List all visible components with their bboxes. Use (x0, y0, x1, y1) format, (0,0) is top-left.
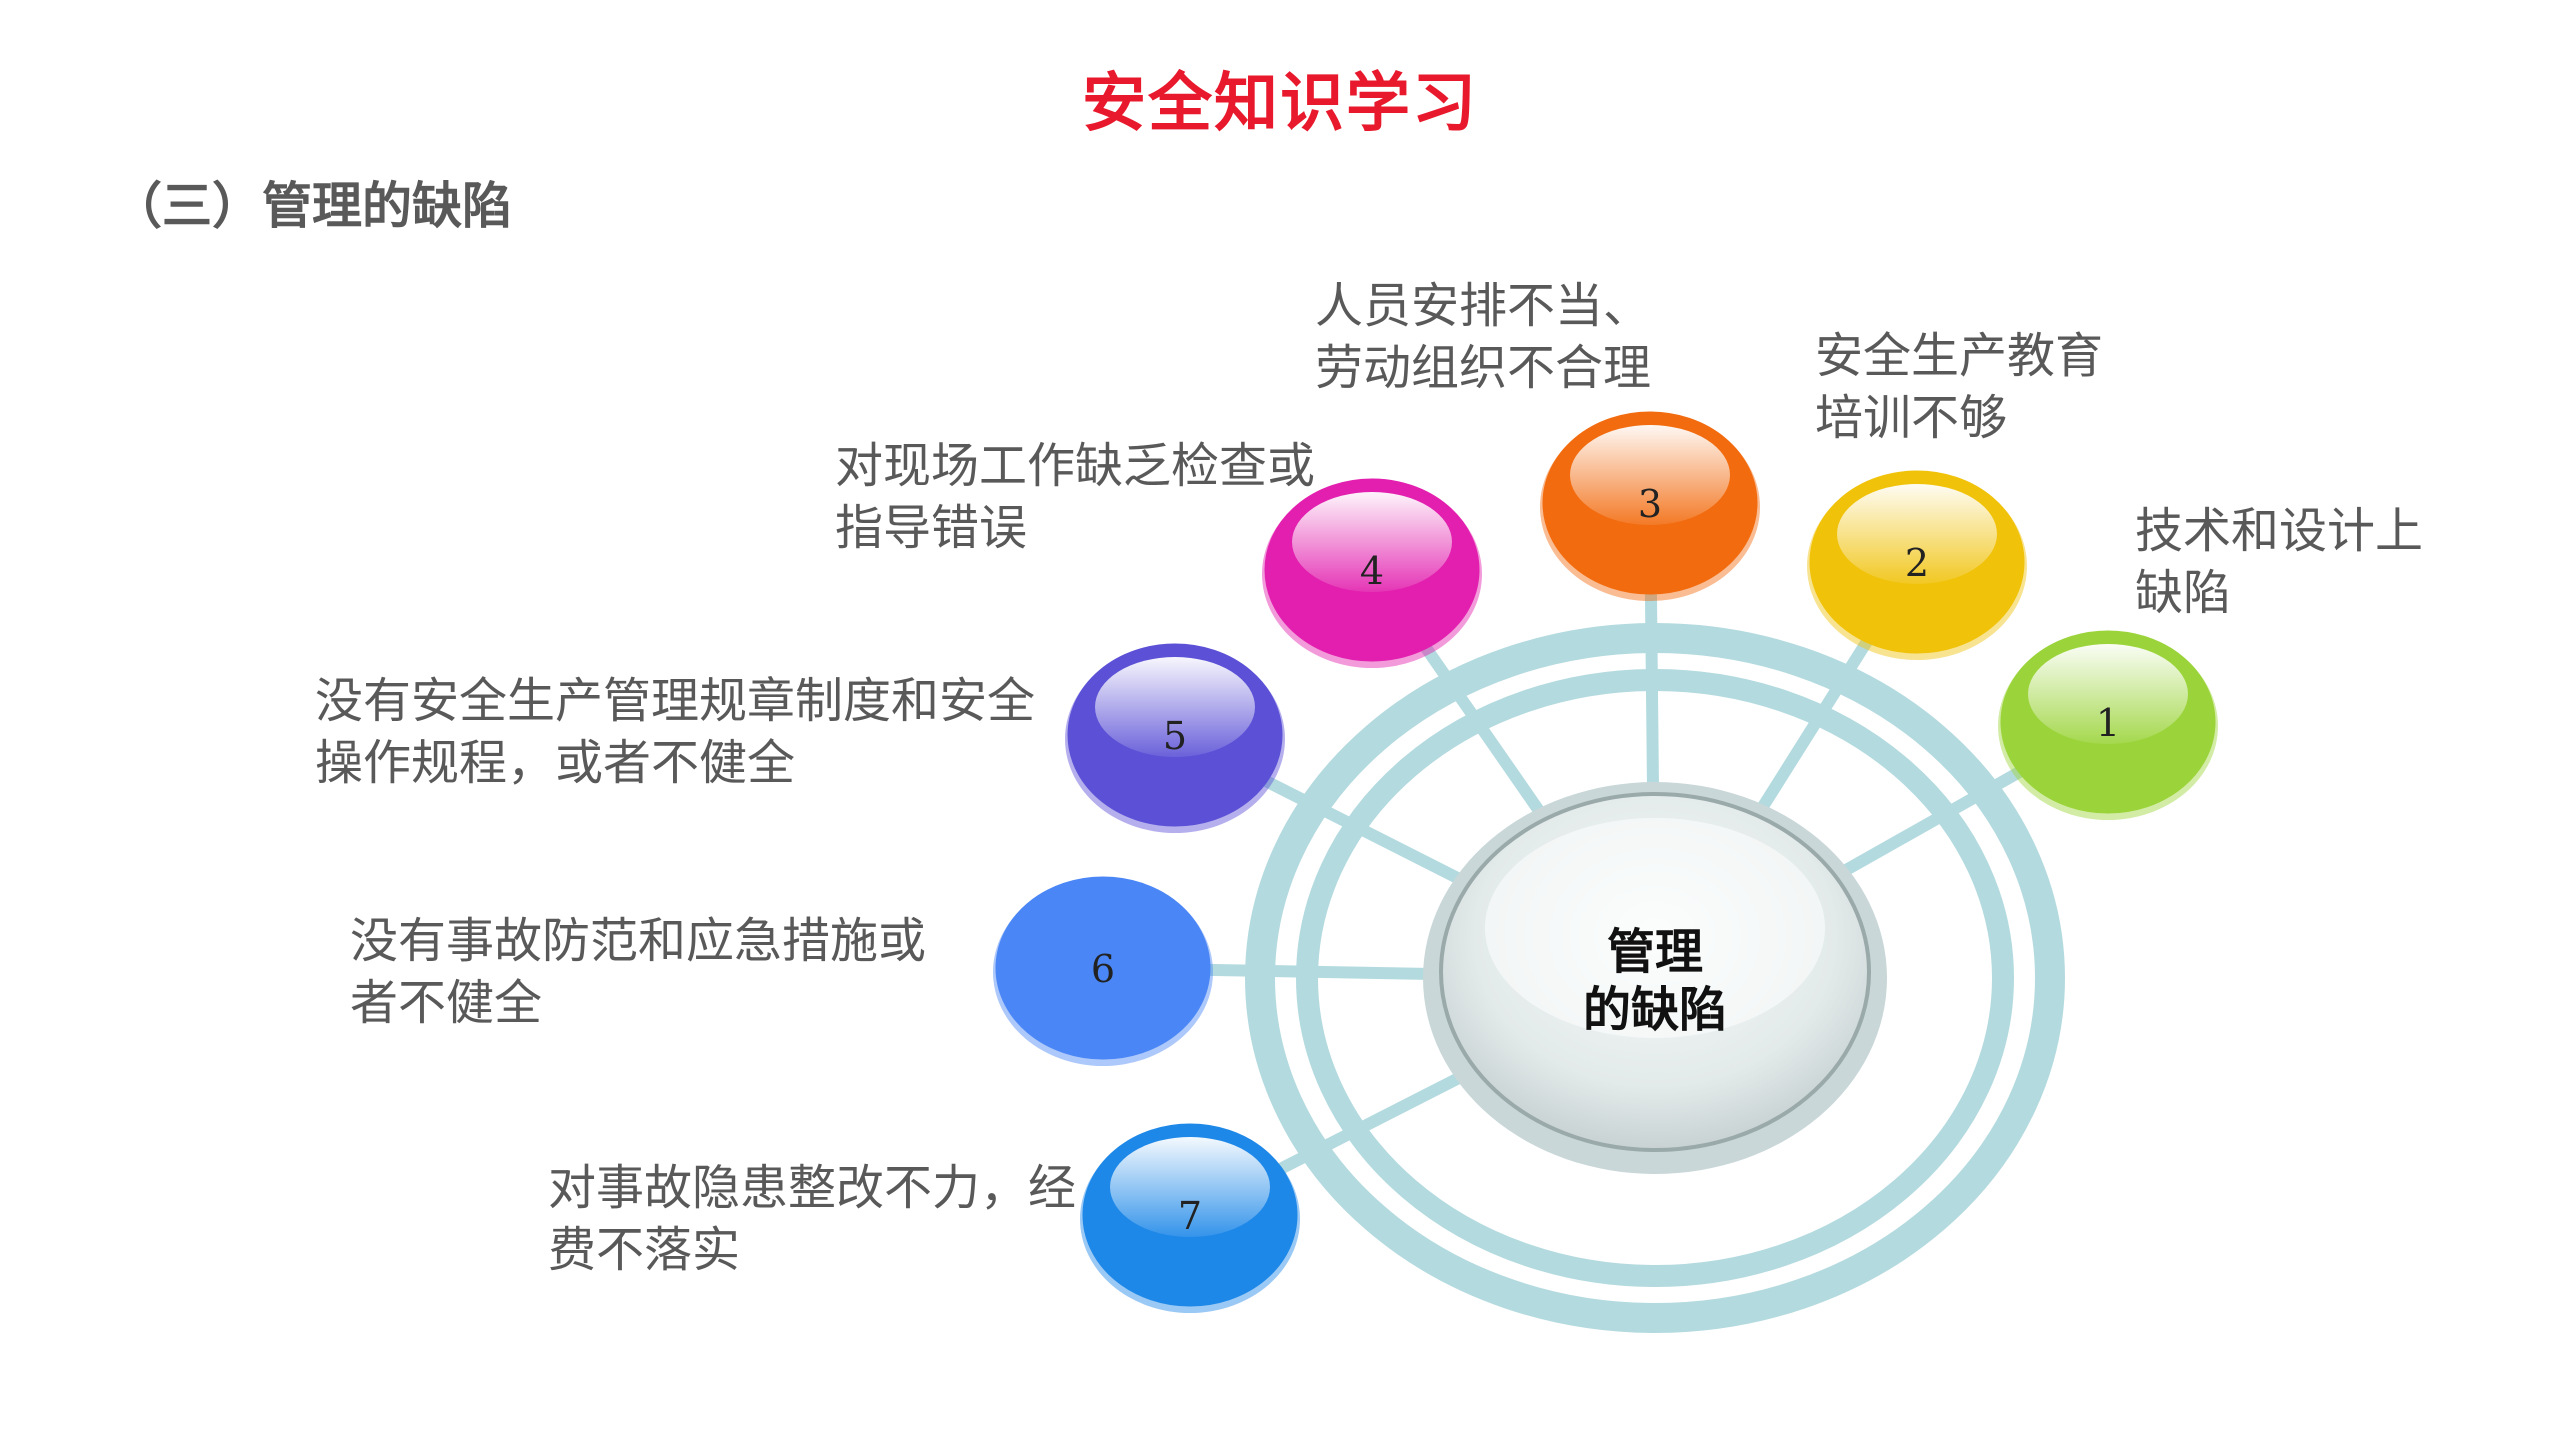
node-1-number: 1 (2096, 701, 2120, 745)
inner-ring (1296, 669, 2014, 1287)
node-7-label-line-2: 费不落实 (548, 1222, 741, 1278)
center-hub: 管理 的缺陷 (1423, 782, 1887, 1174)
node-7-gloss (1110, 1137, 1270, 1237)
node-1-label: 技术和设计上缺陷 (2135, 500, 2423, 624)
node-2: 2 (1807, 470, 2027, 660)
node-1-label-line-2: 缺陷 (2135, 565, 2232, 621)
node-4-number: 4 (1360, 549, 1384, 593)
node-2-number: 2 (1905, 541, 1929, 585)
slide-title: 安全知识学习 (1082, 67, 1478, 141)
node-4-gloss (1292, 492, 1452, 592)
node-2-label: 安全生产教育培训不够 (1815, 325, 2103, 449)
center-label-line2: 的缺陷 (1583, 982, 1727, 1038)
node-6-number: 6 (1091, 947, 1115, 991)
node-1-label-line-1: 技术和设计上 (2135, 503, 2424, 559)
node-4-label: 对现场工作缺乏检查或指导错误 (835, 435, 1315, 559)
section-heading: （三）管理的缺陷 (112, 177, 512, 235)
node-7: 7 (1080, 1123, 1300, 1313)
node-7-number: 7 (1178, 1194, 1202, 1238)
node-5-gloss (1095, 657, 1255, 757)
node-6-label-line-2: 者不健全 (350, 975, 543, 1031)
node-3-label-line-2: 劳动组织不合理 (1315, 340, 1652, 396)
node-2-gloss (1837, 484, 1997, 584)
node-3: 3 (1540, 411, 1760, 601)
nodes-layer: 1 2 3 4 5 6 7 (993, 411, 2218, 1313)
node-5-number: 5 (1163, 714, 1187, 758)
node-6-bubble (995, 876, 1211, 1060)
node-1-gloss (2028, 644, 2188, 744)
center-label-line1: 管理 (1607, 924, 1703, 980)
node-3-number: 3 (1638, 482, 1662, 526)
node-3-gloss (1570, 425, 1730, 525)
node-5-label-line-1: 没有安全生产管理规章制度和安全 (315, 673, 1036, 729)
node-2-label-line-1: 安全生产教育 (1815, 328, 2104, 384)
node-2-label-line-2: 培训不够 (1815, 390, 2008, 446)
node-6-label-line-1: 没有事故防范和应急措施或 (350, 913, 927, 969)
node-7-label-line-1: 对事故隐患整改不力，经 (548, 1160, 1077, 1216)
outer-ring (1245, 623, 2065, 1333)
node-6: 6 (993, 876, 1213, 1066)
node-4-label-line-1: 对现场工作缺乏检查或 (835, 438, 1316, 494)
node-5: 5 (1065, 643, 1285, 833)
node-5-label-line-2: 操作规程，或者不健全 (315, 735, 796, 791)
node-1: 1 (1998, 630, 2218, 820)
node-4: 4 (1262, 478, 1482, 668)
node-4-label-line-2: 指导错误 (835, 500, 1028, 556)
node-5-label: 没有安全生产管理规章制度和安全操作规程，或者不健全 (315, 670, 1035, 794)
node-3-label: 人员安排不当、劳动组织不合理 (1315, 275, 1651, 399)
node-3-label-line-1: 人员安排不当、 (1315, 278, 1652, 334)
node-6-label: 没有事故防范和应急措施或者不健全 (350, 910, 926, 1034)
node-7-label: 对事故隐患整改不力，经费不落实 (548, 1157, 1076, 1281)
